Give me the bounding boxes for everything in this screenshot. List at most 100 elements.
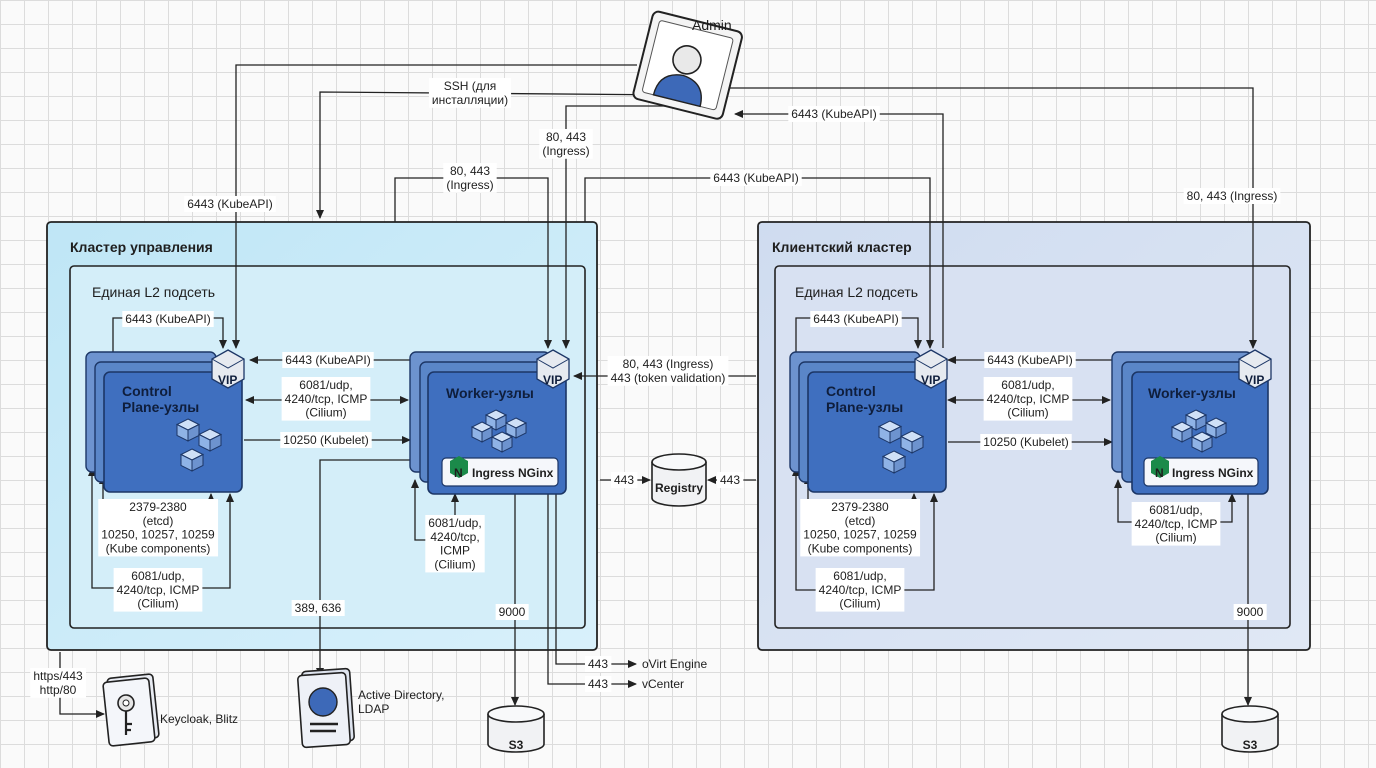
- label-admin-kubeapi-client: 6443 (KubeAPI): [791, 107, 876, 121]
- label-background: [788, 106, 880, 122]
- client-ingress-nginx: [1143, 457, 1259, 487]
- label-cross-cluster: 80, 443 (Ingress)443 (token validation): [611, 357, 726, 385]
- keycloak: Keycloak, Blitz: [102, 673, 238, 747]
- label-background: [984, 352, 1076, 368]
- label-background: [710, 170, 802, 186]
- label-background: [280, 432, 372, 448]
- label-background: [610, 472, 638, 488]
- label-admin-kubeapi-mgmt: 6443 (KubeAPI): [187, 197, 272, 211]
- vcenter-label: vCenter: [642, 677, 684, 691]
- label-background: [1131, 502, 1221, 546]
- client-workers-title: Worker-узлы: [1148, 385, 1236, 401]
- label-background: [291, 600, 345, 616]
- s3-right: S3: [1221, 705, 1279, 753]
- label-client-kubelet: 10250 (Kubelet): [983, 435, 1068, 449]
- client-cluster-title: Клиентский кластер: [772, 239, 912, 255]
- label-mgmt-worker-cilium: 6081/udp,4240/tcp,ICMP(Cilium): [428, 516, 481, 571]
- key-icon: [117, 694, 135, 735]
- label-background: [281, 377, 371, 421]
- admin: Admin: [632, 10, 743, 120]
- label-client-cp-cilium: 6081/udp,4240/tcp, ICMP(Cilium): [819, 569, 902, 611]
- active-directory-label: Active Directory,LDAP: [358, 688, 444, 716]
- label-mgmt-kubeapi: 6443 (KubeAPI): [285, 353, 370, 367]
- label-background: [425, 515, 485, 573]
- label-background: [983, 377, 1073, 421]
- label-admin-ingress-client: 80, 443 (Ingress): [1187, 189, 1278, 203]
- directory-icon: [308, 687, 338, 717]
- vip-label: VIP: [218, 373, 237, 387]
- label-mgmt-cp-loop: 6443 (KubeAPI): [125, 312, 210, 326]
- label-background: [495, 604, 529, 620]
- svg-text:N: N: [454, 466, 463, 480]
- admin-monitor-icon: [632, 10, 743, 120]
- label-vcenter: 443: [588, 677, 608, 691]
- label-background: [1183, 188, 1281, 204]
- vip-label: VIP: [543, 373, 562, 387]
- client-worker-vip: VIP: [1238, 349, 1272, 389]
- mgmt-worker-vip: VIP: [536, 349, 570, 389]
- label-ingress-loop: 80, 443(Ingress): [446, 164, 493, 192]
- label-s3-left: 9000: [499, 605, 526, 619]
- label-background: [607, 356, 729, 386]
- label-s3-right: 9000: [1237, 605, 1264, 619]
- label-background: [584, 656, 612, 672]
- vip-label: VIP: [921, 373, 940, 387]
- mgmt-cluster-title: Кластер управления: [70, 239, 213, 255]
- label-background: [443, 163, 497, 193]
- wire-admin-client-ingress: [728, 87, 1257, 349]
- mgmt-ingress-label: Ingress NGinx: [472, 466, 554, 480]
- label-background: [584, 676, 612, 692]
- svg-text:N: N: [1155, 466, 1164, 480]
- label-background: [1233, 604, 1267, 620]
- client-worker-cubes-icon: [1170, 409, 1228, 453]
- label-background: [184, 196, 276, 212]
- label-mgmt-cp-cilium: 6081/udp,4240/tcp, ICMP(Cilium): [117, 569, 200, 611]
- client-cp-vip: VIP: [914, 349, 948, 389]
- client-workers: Worker-узлы N Ingress NGinx: [1111, 351, 1269, 495]
- label-background: [539, 129, 593, 159]
- label-background: [716, 472, 744, 488]
- label-ovirt: 443: [588, 657, 608, 671]
- label-mgmt-cilium: 6081/udp,4240/tcp, ICMP(Cilium): [285, 378, 368, 420]
- label-mgmt-kubelet: 10250 (Kubelet): [283, 433, 368, 447]
- mgmt-workers-title: Worker-узлы: [446, 385, 534, 401]
- mgmt-cp-cubes-icon: [175, 418, 223, 472]
- registry-label: Registry: [655, 481, 703, 495]
- label-client-cp-loop: 6443 (KubeAPI): [813, 312, 898, 326]
- nginx-icon: [1151, 456, 1169, 478]
- label-admin-ingress: 80, 443(Ingress): [542, 130, 589, 158]
- registry: Registry: [651, 453, 707, 507]
- wire-ssh: [316, 91, 684, 219]
- label-background: [980, 434, 1072, 450]
- mgmt-workers: Worker-узлы N Ingress NGinx: [409, 351, 567, 495]
- label-mgmt-etcd: 2379-2380(etcd)10250, 10257, 10259(Kube …: [101, 500, 215, 555]
- keycloak-label: Keycloak, Blitz: [160, 712, 238, 726]
- label-background: [428, 78, 512, 108]
- client-cp-cubes-icon: [877, 420, 925, 474]
- ovirt-label: oVirt Engine: [642, 657, 707, 671]
- label-background: [30, 668, 87, 698]
- s3-left-label: S3: [509, 738, 524, 752]
- nginx-icon: [450, 456, 468, 478]
- wire-admin-mgmt-cp: [232, 64, 637, 349]
- label-ldap: 389, 636: [295, 601, 342, 615]
- active-directory: Active Directory,LDAP: [297, 667, 444, 749]
- label-background: [282, 352, 374, 368]
- label-client-etcd: 2379-2380(etcd)10250, 10257, 10259(Kube …: [803, 500, 917, 555]
- mgmt-cp-vip: VIP: [211, 349, 245, 389]
- client-subnet-label: Единая L2 подсеть: [795, 284, 918, 300]
- label-background: [800, 499, 921, 557]
- label-registry-left: 443: [614, 473, 634, 487]
- label-background: [122, 311, 214, 327]
- mgmt-ingress-nginx: [441, 457, 559, 487]
- s3-right-label: S3: [1243, 738, 1258, 752]
- label-background: [113, 568, 203, 612]
- mgmt-worker-cubes-icon: [470, 409, 528, 453]
